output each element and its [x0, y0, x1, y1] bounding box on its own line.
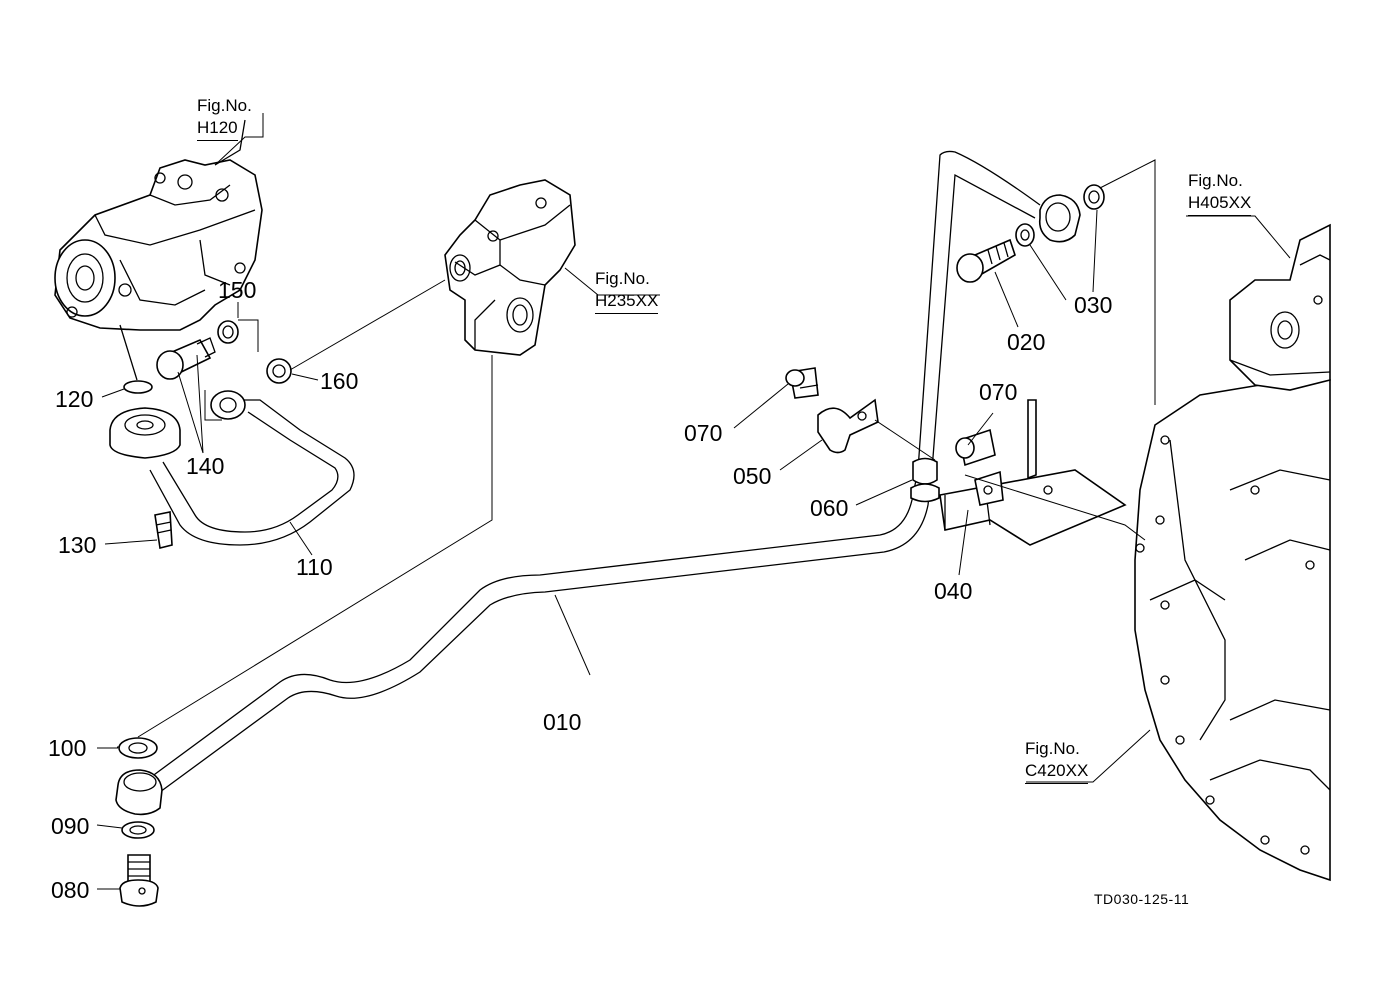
- part-label-070-left: 070: [684, 420, 723, 446]
- part-label-090: 090: [51, 813, 90, 839]
- part-label-120: 120: [55, 386, 94, 412]
- part-label-030: 030: [1074, 292, 1113, 318]
- fig-ref-h120: Fig.No. H120: [197, 95, 252, 141]
- pipe-110-drawing: [149, 390, 355, 546]
- pump-fittings-drawing: [109, 320, 292, 549]
- leader-lines: [96, 113, 1291, 890]
- fig-ref-c420xx-title: Fig.No.: [1025, 739, 1080, 758]
- part-label-140: 140: [186, 453, 225, 479]
- valve-block-drawing: [444, 179, 576, 356]
- part-label-110: 110: [296, 554, 333, 580]
- lower-fittings-drawing: [115, 737, 163, 907]
- part-label-070-right: 070: [979, 379, 1018, 405]
- part-label-130: 130: [58, 532, 97, 558]
- fig-ref-h120-code: H120: [197, 117, 238, 141]
- bracket-clamp-drawing: [785, 367, 1127, 546]
- part-label-160: 160: [320, 368, 359, 394]
- part-label-150: 150: [218, 277, 257, 303]
- part-label-040: 040: [934, 578, 973, 604]
- fig-ref-h235xx-code: H235XX: [595, 290, 659, 314]
- part-label-060: 060: [810, 495, 849, 521]
- fig-ref-h405xx-code: H405XX: [1188, 192, 1252, 216]
- fig-ref-c420xx-code: C420XX: [1025, 760, 1089, 784]
- fig-ref-h405xx: Fig.No. H405XX: [1188, 170, 1252, 216]
- part-label-080: 080: [51, 877, 90, 903]
- fig-ref-c420xx: Fig.No. C420XX: [1025, 738, 1089, 784]
- upper-fittings-drawing: [956, 184, 1105, 283]
- transmission-housing-drawing: [1134, 223, 1331, 882]
- fig-ref-h405xx-title: Fig.No.: [1188, 171, 1243, 190]
- part-label-020: 020: [1007, 329, 1046, 355]
- fig-ref-h235xx: Fig.No. H235XX: [595, 268, 659, 314]
- hydraulic-pump-drawing: [54, 119, 263, 331]
- part-label-010: 010: [543, 709, 582, 735]
- part-label-050: 050: [733, 463, 772, 489]
- fig-ref-h235xx-title: Fig.No.: [595, 269, 650, 288]
- pipe-010-drawing: [146, 150, 1041, 793]
- fig-ref-h120-title: Fig.No.: [197, 96, 252, 115]
- drawing-code: TD030-125-11: [1094, 891, 1190, 907]
- part-label-100: 100: [48, 735, 87, 761]
